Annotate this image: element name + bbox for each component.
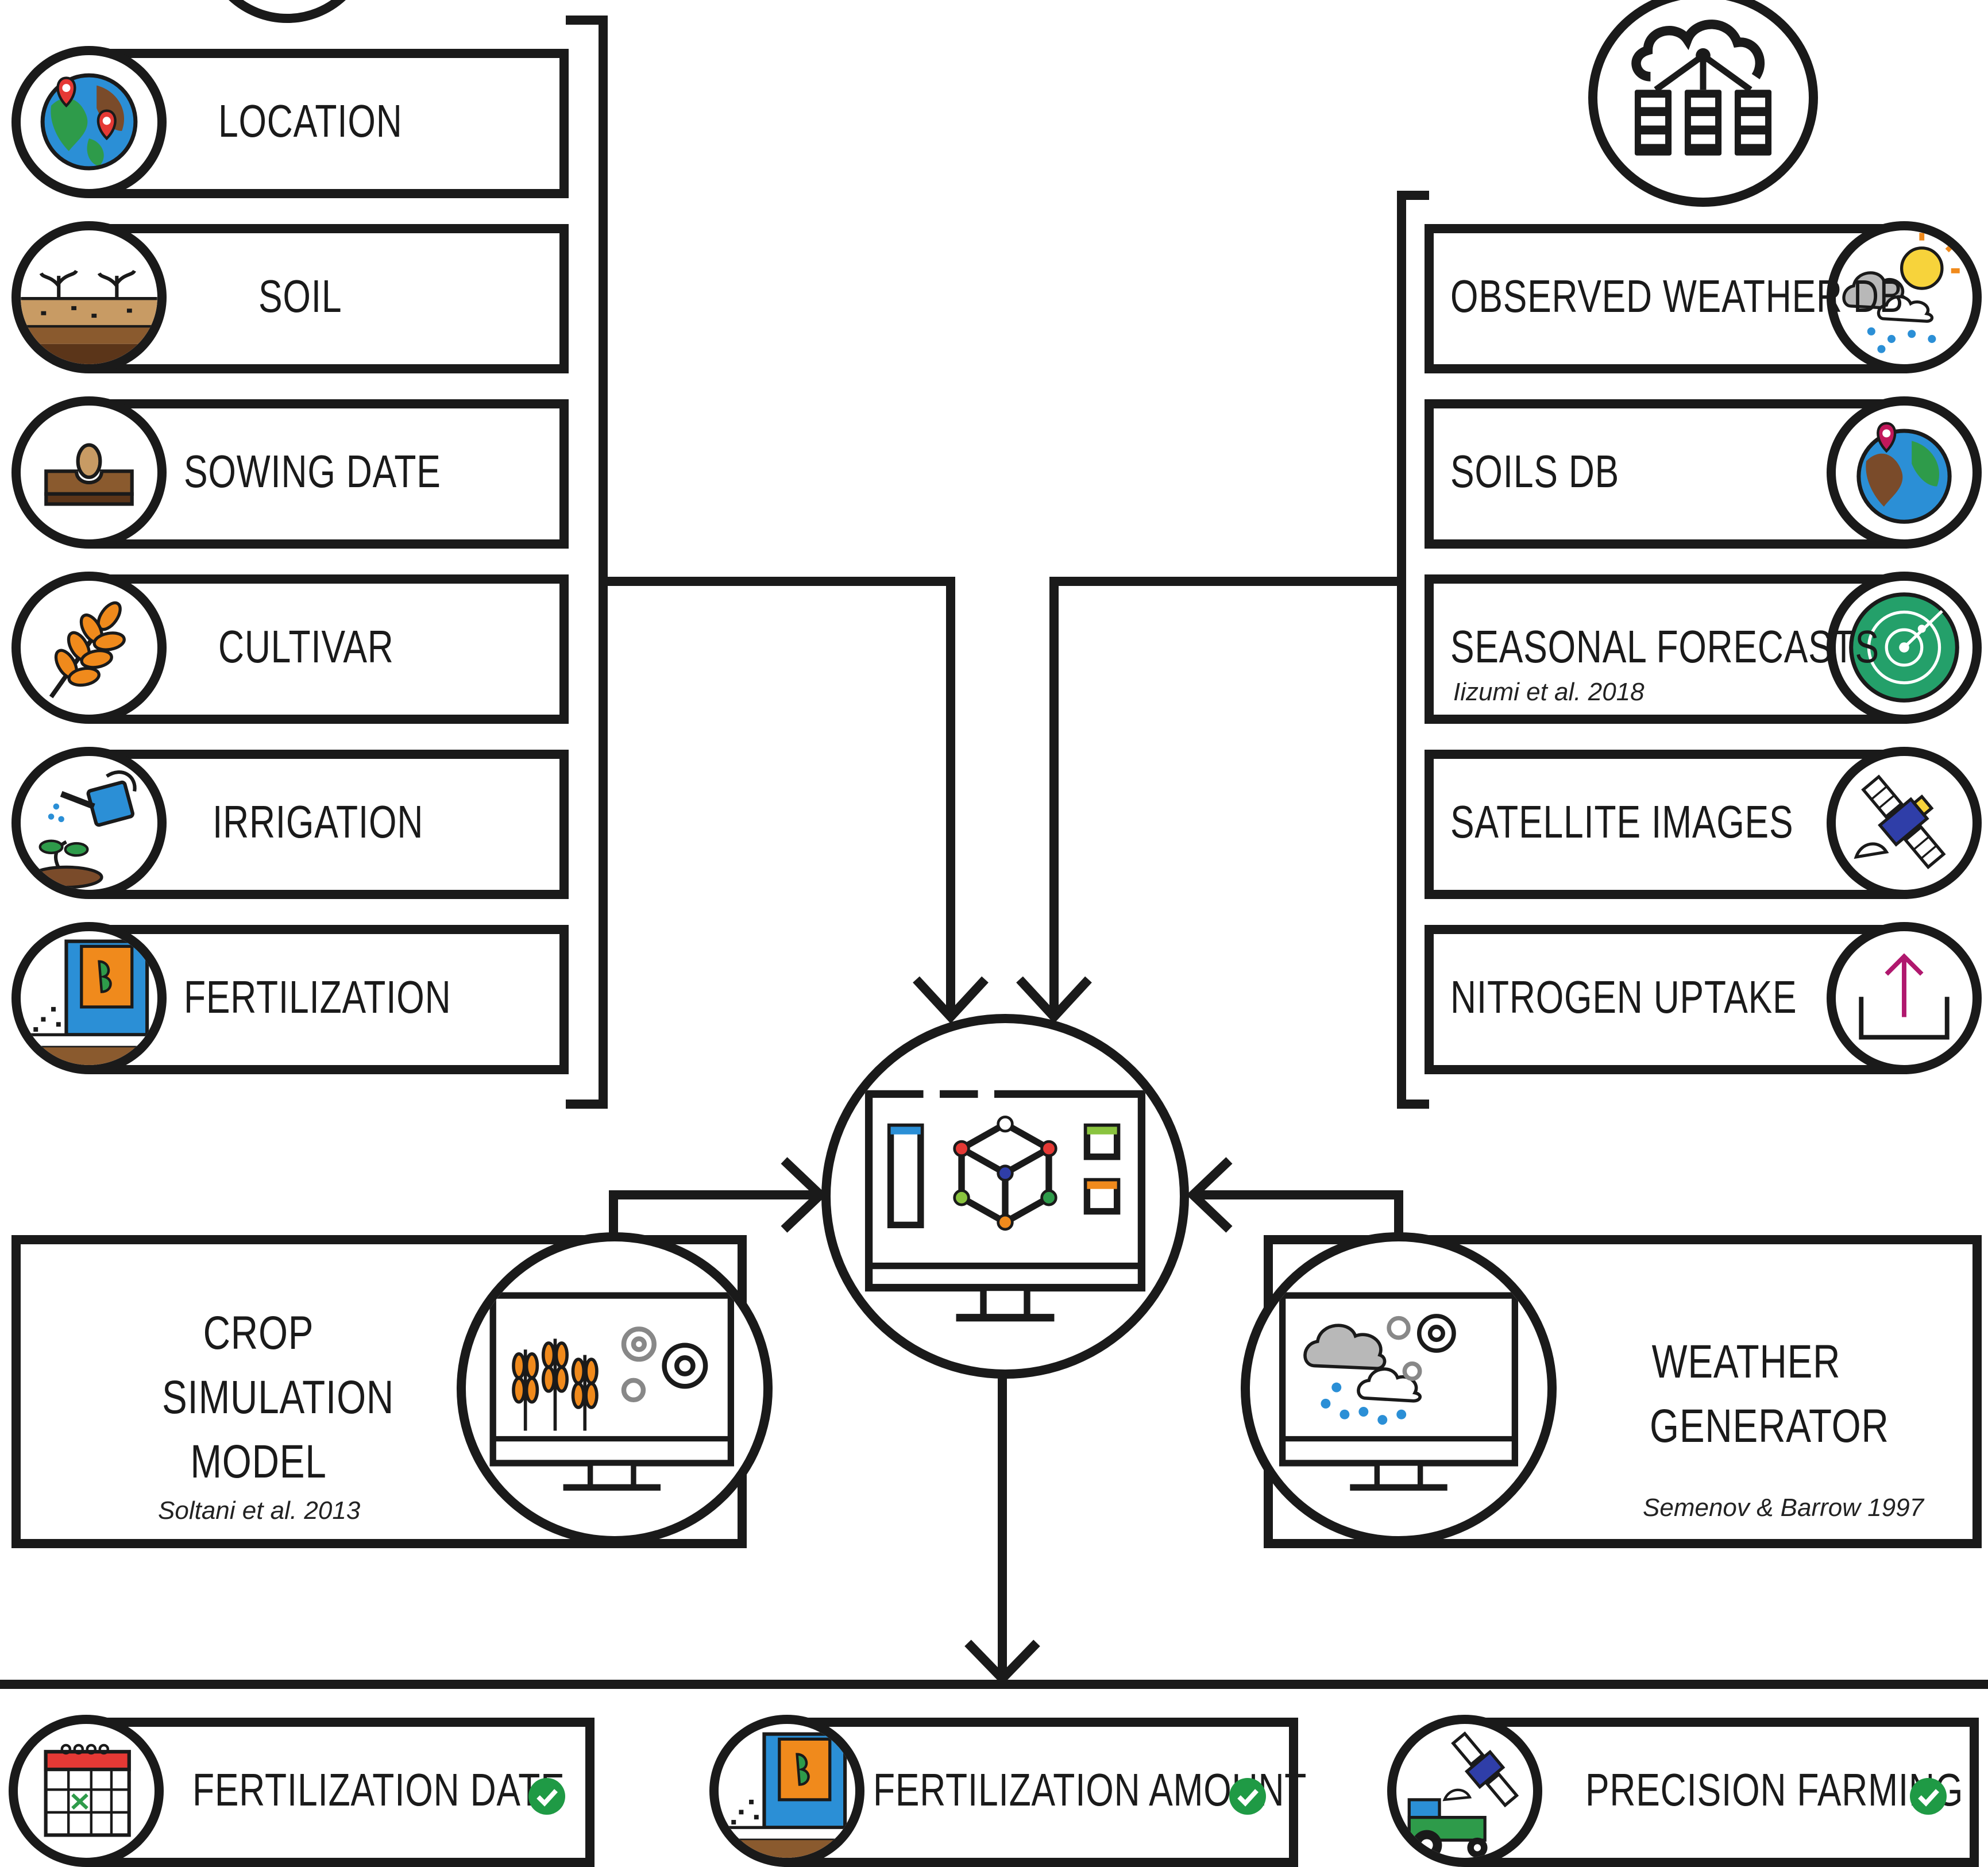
output-check-icon-3 [1910, 1778, 1947, 1815]
input-icon-circle-sowing-date [11, 396, 167, 549]
fertilizer-bag-icon [21, 939, 157, 1065]
seed-in-soil-icon [44, 443, 134, 506]
input-icon-circle-irrigation [11, 747, 167, 899]
input-box-location [89, 49, 569, 198]
input-icon-circle-fertilization [11, 922, 167, 1074]
output-label-precision-farming: PRECISION FARMING [1585, 1764, 1964, 1815]
input-icon-circle-soil [11, 221, 167, 373]
input-box-fertilization [89, 925, 569, 1074]
left-bracket [566, 16, 608, 1109]
crop-model-title: CROP SIMULATION MODEL [162, 1301, 395, 1494]
output-label-fertilization-date: FERTILIZATION DATE [192, 1764, 565, 1815]
input-box-irrigation [89, 750, 569, 899]
down-arrow-head [964, 1640, 1040, 1685]
sun-cloud-rain-icon [1842, 233, 1960, 353]
left-connector [603, 577, 955, 1011]
weather-generator-cite: Semenov & Barrow 1997 [1643, 1494, 1924, 1522]
calendar-icon [44, 1743, 131, 1837]
weather-generator-line-1: WEATHER [1651, 1336, 1841, 1388]
satellite-icon [1854, 774, 1946, 870]
radar-icon [1849, 592, 1959, 703]
tractor-satellite-icon [1407, 1731, 1519, 1858]
wheat-icon [49, 601, 126, 699]
upload-arrow-icon [1859, 953, 1950, 1040]
globe-pin-icon [1856, 422, 1952, 524]
right-arrow-head [1016, 976, 1092, 1024]
input-icon-circle-cultivar [11, 572, 167, 724]
weather-arrow-head [1186, 1157, 1233, 1233]
output-check-icon-2 [1229, 1778, 1266, 1815]
db-icon-circle-soils [1827, 396, 1982, 549]
input-label-cultivar: CULTIVAR [218, 621, 394, 672]
input-label-sowing-date: SOWING DATE [184, 446, 441, 497]
fertilizer-bag-icon [719, 1732, 855, 1858]
input-label-fertilization: FERTILIZATION [184, 971, 451, 1023]
watering-can-icon [29, 770, 137, 889]
weather-connector [1198, 1190, 1403, 1247]
crop-model-line-2: SIMULATION [162, 1371, 395, 1424]
db-label-observed-weather: OBSERVED WEATHER DB [1450, 271, 1904, 322]
db-icon-circle-seasonal-forecasts [1827, 572, 1982, 724]
crop-model-line-3: MODEL [190, 1436, 327, 1488]
input-label-soil: SOIL [258, 271, 342, 322]
db-cite-seasonal-forecasts: Iizumi et al. 2018 [1453, 678, 1645, 706]
weather-generator-circle [1241, 1232, 1557, 1545]
db-label-soils: SOILS DB [1450, 446, 1620, 497]
crop-model-line-1: CROP [203, 1307, 314, 1359]
output-icon-circle-fertilization-amount [709, 1715, 864, 1867]
right-bracket [1397, 191, 1429, 1109]
globe-pins-icon [40, 73, 138, 171]
weather-generator-title: WEATHER GENERATOR [1650, 1330, 1889, 1459]
input-box-sowing-date [89, 399, 569, 549]
output-check-icon-1 [528, 1778, 565, 1815]
weather-computer-icon [1279, 1292, 1519, 1491]
db-label-nitrogen-uptake: NITROGEN UPTAKE [1450, 971, 1797, 1023]
computer-cube-icon [864, 1089, 1146, 1322]
weather-generator-line-2: GENERATOR [1650, 1400, 1889, 1452]
soil-plants-icon [21, 269, 157, 364]
input-label-location: LOCATION [218, 95, 403, 146]
crop-model-cite: Soltani et al. 2013 [158, 1496, 361, 1525]
left-arrow-head [913, 976, 989, 1024]
input-icon-circle-location [11, 46, 167, 198]
cloud-server-circle [1588, 0, 1818, 207]
output-icon-circle-precision-farming [1387, 1715, 1542, 1867]
center-model-circle [821, 1014, 1189, 1379]
db-label-satellite-images: SATELLITE IMAGES [1450, 796, 1794, 847]
crop-connector [609, 1190, 814, 1247]
crop-arrow-head [781, 1157, 827, 1233]
right-connector [1049, 577, 1402, 1011]
input-box-cultivar [89, 574, 569, 724]
input-label-irrigation: IRRIGATION [213, 796, 424, 847]
output-icon-circle-fertilization-date [9, 1715, 164, 1867]
cloud-server-icon [1631, 20, 1772, 156]
db-icon-circle-nitrogen-uptake [1827, 922, 1982, 1074]
crop-model-circle [457, 1232, 773, 1545]
db-icon-circle-satellite-images [1827, 747, 1982, 899]
db-label-seasonal-forecasts: SEASONAL FORECASTS [1450, 621, 1879, 672]
crop-computer-icon [489, 1292, 735, 1491]
